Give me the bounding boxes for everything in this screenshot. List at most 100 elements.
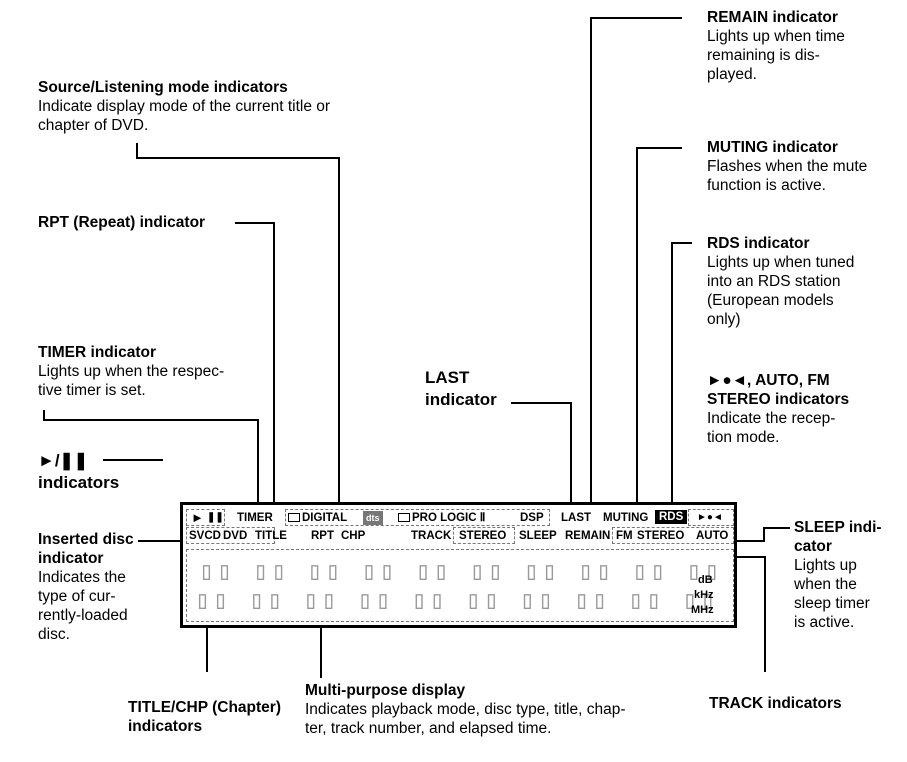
segment-row-top: ▯▯ ▯▯ ▯▯ ▯▯ ▯▯ ▯▯ ▯▯ ▯▯ ▯▯ ▯▯ bbox=[199, 556, 723, 585]
dts-label: dts bbox=[363, 511, 383, 525]
muting-desc-2: function is active. bbox=[707, 177, 826, 194]
sleep-desc-4: is active. bbox=[794, 614, 855, 631]
pro-label: PRO bbox=[412, 512, 437, 524]
pause-indicator: ❚❚ bbox=[207, 512, 224, 523]
last-indicator: LAST bbox=[561, 512, 592, 524]
last-title-1: LAST bbox=[425, 368, 470, 387]
inserted-disc-desc-3: rently-loaded bbox=[38, 607, 128, 624]
play-pause-title-1: ►/❚❚ bbox=[38, 451, 89, 470]
timer-callout: TIMER indicator Lights up when the respe… bbox=[38, 343, 224, 400]
auto-fm-desc-1: Indicate the recep- bbox=[707, 410, 836, 427]
digital-indicator: DIGITAL bbox=[288, 511, 347, 525]
inserted-disc-desc-4: disc. bbox=[38, 626, 70, 643]
remain-callout: REMAIN indicator Lights up when time rem… bbox=[707, 8, 845, 84]
sleep-title-1: SLEEP indi- bbox=[794, 519, 882, 536]
chp-indicator: CHP bbox=[341, 530, 366, 542]
dolby-icon-2 bbox=[398, 513, 410, 522]
logic-label: LOGIC Ⅱ bbox=[440, 512, 486, 524]
fm-indicator: FM bbox=[616, 530, 633, 542]
rds-desc-3: (European models bbox=[707, 292, 834, 309]
track-title: TRACK indicators bbox=[709, 695, 842, 712]
inserted-disc-desc-2: type of cur- bbox=[38, 588, 116, 605]
source-title: Source/Listening mode indicators bbox=[38, 79, 288, 96]
fm-stereo-indicator: STEREO bbox=[637, 530, 685, 542]
inserted-disc-callout: Inserted disc indicator Indicates the ty… bbox=[38, 530, 134, 644]
remain-desc-3: played. bbox=[707, 66, 757, 83]
title-chp-callout: TITLE/CHP (Chapter) indicators bbox=[128, 698, 281, 736]
rds-title: RDS indicator bbox=[707, 235, 810, 252]
fm-box bbox=[612, 527, 734, 544]
remain-indicator: REMAIN bbox=[565, 530, 611, 542]
title-chp-title-1: TITLE/CHP (Chapter) bbox=[128, 699, 281, 716]
remain-desc-1: Lights up when time bbox=[707, 28, 845, 45]
sleep-title-2: cator bbox=[794, 538, 832, 555]
segment-box bbox=[186, 549, 734, 622]
khz-unit: kHz bbox=[694, 589, 714, 601]
disc-box bbox=[186, 527, 275, 544]
rpt-title: RPT (Repeat) indicator bbox=[38, 214, 206, 231]
rpt-callout: RPT (Repeat) indicator bbox=[38, 213, 205, 232]
dvd-indicator: DVD bbox=[223, 530, 248, 542]
muting-indicator: MUTING bbox=[603, 512, 649, 524]
remain-desc-2: remaining is dis- bbox=[707, 47, 820, 64]
timer-leader bbox=[43, 410, 259, 513]
play-pause-title-2: indicators bbox=[38, 473, 120, 492]
source-desc-2: chapter of DVD. bbox=[38, 117, 149, 134]
rpt-indicator: RPT bbox=[311, 530, 334, 542]
rds-desc-4: only) bbox=[707, 311, 741, 328]
title-indicator: TITLE bbox=[255, 530, 287, 542]
track-indicator: TRACK bbox=[411, 530, 452, 542]
stereo-box bbox=[453, 527, 515, 544]
timer-desc-1: Lights up when the respec- bbox=[38, 363, 225, 380]
dsp-indicator: DSP bbox=[520, 512, 544, 524]
rds-desc-1: Lights up when tuned bbox=[707, 254, 855, 271]
play-pause-callout: ►/❚❚ indicators bbox=[38, 450, 119, 494]
play-indicator: ► bbox=[191, 510, 204, 525]
tuning-box bbox=[688, 509, 734, 526]
multi-purpose-desc-2: ter, track number, and elapsed time. bbox=[305, 720, 552, 737]
timer-desc-2: tive timer is set. bbox=[38, 382, 146, 399]
multi-purpose-callout: Multi-purpose display Indicates playback… bbox=[305, 681, 626, 738]
rds-indicator: RDS bbox=[655, 510, 688, 524]
last-leader bbox=[511, 402, 572, 508]
segment-row-bottom: ▯▯ ▯▯ ▯▯ ▯▯ ▯▯ ▯▯ ▯▯ ▯▯ ▯▯ ▯▯ bbox=[195, 585, 719, 614]
sleep-leader bbox=[737, 527, 790, 542]
mhz-unit: MHz bbox=[691, 604, 714, 616]
muting-leader bbox=[636, 147, 682, 510]
source-leader bbox=[136, 143, 340, 517]
remain-leader bbox=[590, 17, 682, 526]
svcd-indicator: SVCD bbox=[189, 530, 221, 542]
stereo-indicator: STEREO bbox=[459, 530, 507, 542]
muting-desc-1: Flashes when the mute bbox=[707, 158, 868, 175]
digital-label: DIGITAL bbox=[302, 512, 348, 524]
timer-indicator: TIMER bbox=[237, 512, 273, 524]
auto-fm-callout: ►●◄, AUTO, FM STEREO indicators Indicate… bbox=[707, 371, 849, 447]
db-unit: dB bbox=[698, 574, 713, 586]
auto-fm-title-1: ►●◄, AUTO, FM bbox=[707, 372, 830, 389]
inserted-disc-desc-1: Indicates the bbox=[38, 569, 126, 586]
source-desc-1: Indicate display mode of the current tit… bbox=[38, 98, 331, 115]
inserted-disc-title-2: indicator bbox=[38, 550, 104, 567]
remain-title: REMAIN indicator bbox=[707, 9, 838, 26]
sleep-desc-1: Lights up bbox=[794, 557, 857, 574]
last-callout: LAST indicator bbox=[425, 367, 497, 411]
multi-purpose-title: Multi-purpose display bbox=[305, 682, 466, 699]
auto-fm-title-2: STEREO indicators bbox=[707, 391, 850, 408]
sleep-desc-3: sleep timer bbox=[794, 595, 870, 612]
sleep-callout: SLEEP indi- cator Lights up when the sle… bbox=[794, 518, 882, 632]
title-chp-title-2: indicators bbox=[128, 718, 203, 735]
rds-leader bbox=[671, 242, 692, 510]
rpt-leader bbox=[235, 222, 275, 526]
multi-purpose-desc-1: Indicates playback mode, disc type, titl… bbox=[305, 701, 626, 718]
sleep-desc-2: when the bbox=[794, 576, 857, 593]
pro-logic-indicator: PRO LOGIC Ⅱ bbox=[398, 511, 485, 525]
inserted-disc-title-1: Inserted disc bbox=[38, 531, 134, 548]
source-callout: Source/Listening mode indicators Indicat… bbox=[38, 78, 330, 135]
rds-desc-2: into an RDS station bbox=[707, 273, 841, 290]
display-panel: ► ❚❚ TIMER DIGITAL dts PRO LOGIC Ⅱ DSP L… bbox=[180, 502, 737, 628]
rds-callout: RDS indicator Lights up when tuned into … bbox=[707, 234, 854, 329]
muting-callout: MUTING indicator Flashes when the mute f… bbox=[707, 138, 867, 195]
auto-fm-desc-2: tion mode. bbox=[707, 429, 780, 446]
sleep-indicator: SLEEP bbox=[519, 530, 557, 542]
